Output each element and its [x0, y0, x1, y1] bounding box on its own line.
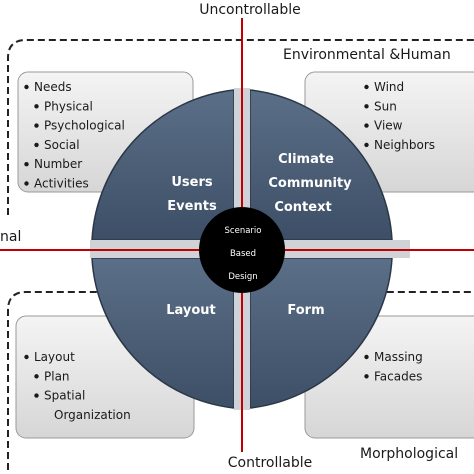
list-bullet: [364, 142, 369, 148]
list-item: Needs: [34, 80, 72, 94]
list-bullet: [34, 142, 39, 148]
list-item: Plan: [44, 369, 70, 383]
segment-label-form: Form: [287, 303, 324, 318]
list-item: Sun: [374, 99, 397, 113]
segment-bottom-left: [91, 257, 235, 409]
list-item: Layout: [34, 350, 75, 364]
axis-label-top: Uncontrollable: [199, 2, 301, 18]
list-top-left: NeedsPhysicalPsychologicalSocialNumberAc…: [24, 80, 125, 191]
list-item: View: [374, 119, 403, 133]
list-bullet: [364, 123, 369, 128]
list-item: Psychological: [44, 119, 125, 133]
axis-label-left: nal: [0, 229, 21, 245]
group-outline-bottom: [7, 291, 474, 470]
center-label-scenario: Scenario: [225, 226, 262, 236]
segment-top-right: [249, 89, 393, 241]
center-label-based: Based: [230, 249, 256, 259]
segment-label-users: Users: [171, 175, 213, 190]
list-bullet: [34, 393, 39, 398]
group-label-environmental: Environmental &Human: [283, 47, 451, 63]
list-bullet: [364, 374, 369, 379]
list-bullet: [34, 104, 39, 109]
list-item: Activities: [34, 177, 89, 191]
list-item: Organization: [54, 408, 131, 422]
segment-top-left: [91, 89, 235, 241]
segment-label-climate: Climate: [278, 152, 334, 167]
list-item: Number: [34, 157, 82, 171]
list-item: Massing: [374, 350, 423, 364]
list-item: Wind: [374, 80, 404, 94]
list-item: Social: [44, 138, 80, 152]
segment-label-layout: Layout: [166, 303, 216, 318]
list-item: Neighbors: [374, 138, 435, 152]
segment-bottom-right: [249, 257, 393, 409]
list-bullet: [364, 354, 369, 360]
segment-label-community: Community: [268, 176, 352, 191]
list-item: Physical: [44, 99, 93, 113]
list-item: Spatial: [44, 389, 85, 403]
list-bullet: [364, 104, 369, 109]
list-bullet: [24, 162, 29, 167]
list-bullet: [34, 374, 39, 379]
segment-label-context: Context: [274, 200, 331, 215]
list-bullet: [364, 84, 369, 90]
list-bullet: [24, 354, 29, 360]
group-label-morphological: Morphological: [360, 446, 458, 462]
center-label-design: Design: [228, 272, 257, 282]
axis-label-bottom: Controllable: [228, 455, 312, 471]
list-bullet: [34, 123, 39, 128]
list-bullet: [24, 84, 29, 90]
group-outline-top: [7, 39, 474, 215]
segment-label-events: Events: [167, 199, 217, 214]
list-item: Facades: [374, 369, 422, 383]
list-bullet: [24, 181, 29, 186]
center-circle: [199, 207, 285, 293]
